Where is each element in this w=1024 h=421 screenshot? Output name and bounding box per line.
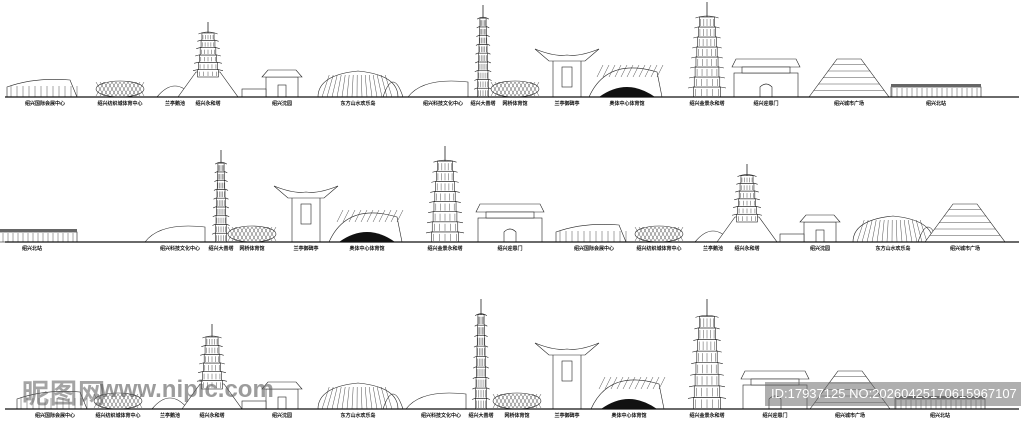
landmark-label: 绍兴永和塔 [199, 412, 225, 419]
landmark-gate [779, 214, 841, 243]
landmark-label: 绍兴大善塔 [468, 412, 494, 419]
landmark-exhibit [6, 79, 78, 98]
landmark-label: 绍兴大善塔 [470, 100, 496, 107]
landmark-label: 兰亭御碑亭 [554, 412, 579, 419]
landmark-label: 绍兴纺织城体育中心 [636, 245, 681, 252]
landmark-label: 绍兴大善塔 [208, 245, 234, 252]
landmark-label: 绍兴科技文化中心 [160, 245, 200, 252]
landmark-label: 绍兴城市广场 [835, 412, 865, 419]
landmark-label: 绍兴金景永和塔 [689, 100, 725, 107]
landmark-label: 绍兴科技文化中心 [423, 100, 463, 107]
landmark-gate [241, 69, 303, 98]
landmark-label: 绍兴迎恩门 [753, 100, 778, 107]
landmark-label: 绍兴国际会展中心 [35, 412, 75, 419]
landmark-pagoda [716, 164, 778, 243]
landmark-gate [241, 381, 303, 410]
landmark-label: 绍兴国际会展中心 [574, 245, 614, 252]
landmark-label: 奥体中心体育馆 [609, 100, 644, 107]
landmark-pyramid [924, 203, 1006, 243]
landmark-pavilion [273, 185, 339, 243]
landmark-wave [405, 392, 467, 410]
landmark-label: 东方山水欢乐岛 [340, 412, 375, 419]
landmark-tower [211, 150, 231, 243]
landmark-station [0, 229, 78, 243]
landmark-wave [407, 80, 469, 98]
landmark-pagoda [177, 22, 239, 98]
landmark-tower [471, 299, 491, 410]
landmark-dome [317, 382, 404, 410]
landmark-label: 绍兴纺织城体育中心 [95, 412, 140, 419]
landmark-bigpagoda [425, 146, 465, 243]
landmark-arena [588, 64, 664, 98]
landmark-label: 绍兴城市广场 [834, 100, 864, 107]
landmark-arena [328, 209, 404, 243]
landmark-bigpagoda [687, 2, 727, 98]
landmark-label: 东方山水欢乐岛 [340, 100, 375, 107]
landmark-label: 兰亭鹅池 [703, 245, 723, 252]
landmark-pyramid [808, 58, 890, 98]
landmark-bigpagoda [687, 299, 727, 410]
landmark-label: 绍兴城市广场 [950, 245, 980, 252]
watermark-id: ID:17937125 NO:20260425170615967107 [765, 382, 1021, 406]
landmark-label: 绍兴永和塔 [195, 100, 221, 107]
landmark-label: 绍兴国际会展中心 [25, 100, 65, 107]
landmark-stadium [492, 392, 542, 410]
landmark-label: 绍兴迎恩门 [762, 412, 787, 419]
landmark-label: 兰亭御碑亭 [293, 245, 318, 252]
landmark-label: 绍兴沈园 [810, 245, 830, 252]
landmark-label: 绍兴北站 [926, 100, 946, 107]
landmark-dome [317, 70, 404, 98]
landmark-label: 奥体中心体育馆 [349, 245, 384, 252]
landmark-pavilion [534, 48, 600, 98]
landmark-stadium [227, 225, 277, 243]
landmark-exhibit [16, 391, 88, 410]
landmark-station [890, 84, 982, 98]
landmark-tower [473, 5, 493, 98]
landmark-stadium [93, 392, 143, 410]
landmark-stadium [95, 80, 145, 98]
landmark-pagoda [181, 324, 243, 410]
landmark-label: 网桥体育馆 [239, 245, 264, 252]
landmark-label: 东方山水欢乐岛 [875, 245, 910, 252]
landmark-label: 网桥体育馆 [504, 412, 529, 419]
landmark-arena [590, 376, 666, 410]
landmark-label: 绍兴沈园 [272, 100, 292, 107]
landmark-dome [852, 215, 939, 243]
landmark-label: 绍兴沈园 [272, 412, 292, 419]
landmark-stadium [490, 80, 540, 98]
landmark-label: 绍兴科技文化中心 [421, 412, 461, 419]
watermark-logo: 昵图网 [22, 379, 106, 409]
landmark-pavilion [534, 342, 600, 410]
landmark-label: 兰亭御碑亭 [554, 100, 579, 107]
landmark-label: 网桥体育馆 [502, 100, 527, 107]
landmark-label: 绍兴北站 [930, 412, 950, 419]
landmark-stadium [634, 225, 684, 243]
landmark-label: 绍兴迎恩门 [497, 245, 522, 252]
landmark-label: 奥体中心体育馆 [611, 412, 646, 419]
landmark-label: 绍兴金景永和塔 [689, 412, 725, 419]
landmark-label: 绍兴金景永和塔 [427, 245, 463, 252]
landmark-wave [144, 225, 206, 243]
landmark-exhibit [555, 224, 627, 243]
landmark-citygate [731, 58, 801, 98]
landmark-label: 绍兴永和塔 [734, 245, 760, 252]
landmark-label: 绍兴北站 [22, 245, 42, 252]
watermark-site: www.nipic.com [100, 376, 274, 403]
landmark-citygate [475, 203, 545, 243]
landmark-label: 兰亭鹅池 [160, 412, 180, 419]
landmark-label: 兰亭鹅池 [165, 100, 185, 107]
landmark-label: 绍兴纺织城体育中心 [97, 100, 142, 107]
